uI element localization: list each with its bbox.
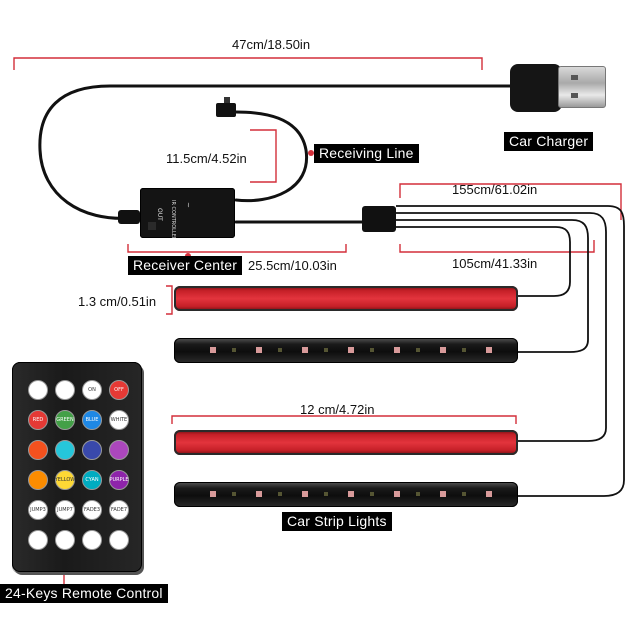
remote-button[interactable]: GREEN [55,410,75,430]
remote-button[interactable] [28,440,48,460]
remote-button[interactable]: PURPLE [109,470,129,490]
led-strip-lit-1 [174,286,518,311]
branch-cable-2 [396,219,589,353]
receiver-box: OUT IR CONTROLLER ~ [140,188,235,241]
remote-button[interactable]: FADE7 [109,500,129,520]
strip-length-label: 12 cm/4.72in [300,402,375,417]
strain-relief [118,210,140,224]
remote-button[interactable]: BLUE [82,410,102,430]
usb-plug-body [510,64,562,112]
brightness-down-icon[interactable] [55,380,75,400]
receiving-plug-tip [224,97,230,103]
receiving-line-dot [308,150,314,156]
dimension-lines [13,57,622,424]
long-branch-dim-line [399,183,622,220]
receiving-line-length-label: 11.5cm/4.52in [166,151,247,166]
remote-button[interactable] [82,440,102,460]
long-branch-length-label: 155cm/61.02in [452,182,538,197]
remote-button[interactable]: JUMP7 [55,500,75,520]
remote-button[interactable]: OFF [109,380,129,400]
remote-button[interactable]: WHITE [109,410,129,430]
music-mode-icon[interactable] [28,530,48,550]
branch-cable-4 [396,205,625,497]
remote-button[interactable]: YELLOW [55,470,75,490]
receiving-line-dim-line [250,129,277,183]
branch-cables [396,205,625,497]
receiver-split-length-label: 25.5cm/10.03in [248,258,337,273]
short-branch-dim-line [399,240,595,253]
remote-control: ON OFF RED GREEN BLUE WHITE YELLOW CYAN PURPLE JU… [12,362,142,572]
receiving-plug [216,103,236,117]
remote-button[interactable]: CYAN [82,470,102,490]
music-mode-icon[interactable] [82,530,102,550]
receiver-center-tag: Receiver Center [128,256,243,275]
strip-width-label: 1.3 cm/0.51in [78,294,157,309]
branch-cable-1 [396,226,571,297]
car-strip-lights-tag: Car Strip Lights [282,512,392,531]
receiving-cable [234,110,308,203]
receiver-split-dim-line [127,244,347,253]
remote-button[interactable] [109,440,129,460]
remote-button[interactable]: JUMP3 [28,500,48,520]
remote-button[interactable]: RED [28,410,48,430]
led-strip-lit-2 [174,430,518,455]
led-strip-off-2 [174,482,518,507]
remote-button[interactable] [28,470,48,490]
remote-control-tag: 24-Keys Remote Control [0,584,168,603]
brightness-up-icon[interactable] [28,380,48,400]
svg-text:~: ~ [184,202,192,208]
total-length-dim-line [13,57,483,70]
remote-button[interactable]: FADE3 [82,500,102,520]
short-branch-length-label: 105cm/41.33in [452,256,538,271]
car-charger-tag: Car Charger [504,132,594,151]
remote-button[interactable] [55,440,75,460]
svg-text:OUT: OUT [156,208,163,221]
music-mode-icon[interactable] [109,530,129,550]
svg-text:IR CONTROLLER: IR CONTROLLER [170,200,176,238]
usb-plug-icon [558,66,606,108]
strip-length-dim-line [171,415,517,424]
branch-cable-3 [396,212,607,442]
usb-cable [38,84,512,220]
led-strip-off-1 [174,338,518,363]
receiving-line-tag: Receiving Line [314,144,419,163]
total-length-label: 47cm/18.50in [232,37,311,52]
splitter-connector [362,206,396,232]
cables [38,84,512,224]
strip-width-dim-line [166,285,173,315]
receiver-print: OUT IR CONTROLLER ~ [148,200,192,241]
remote-button[interactable]: ON [82,380,102,400]
music-mode-icon[interactable] [55,530,75,550]
